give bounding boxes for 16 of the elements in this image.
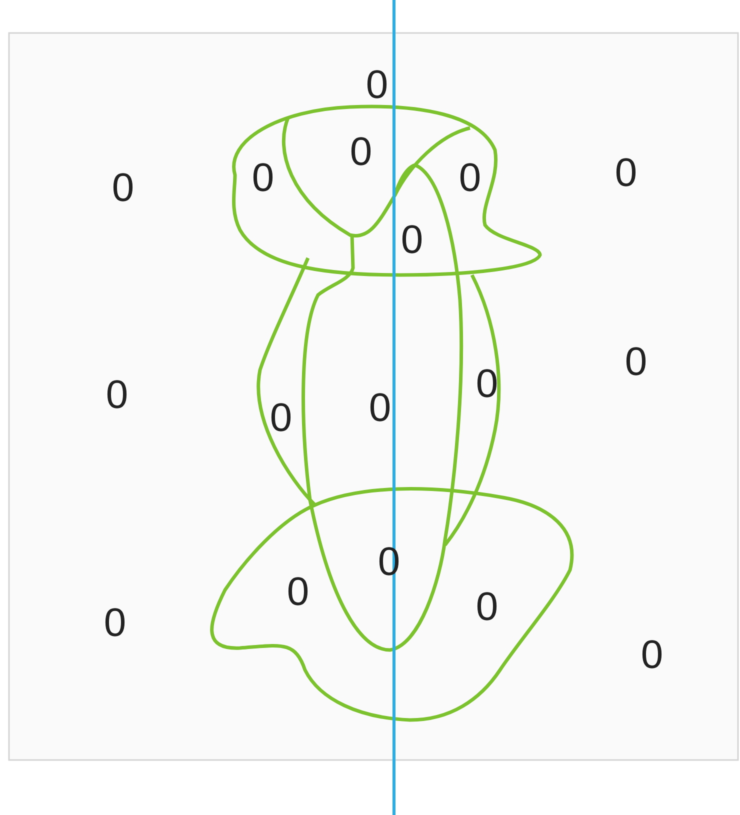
region-number: 0: [614, 153, 638, 193]
region-number: 0: [252, 158, 274, 198]
region-number: 0: [624, 342, 648, 382]
region-number: 0: [458, 158, 482, 198]
region-number: 0: [286, 572, 310, 612]
region-number: 0: [106, 375, 128, 415]
region-number: 0: [476, 587, 498, 627]
region-number: 0: [400, 220, 424, 260]
region-number: 0: [640, 635, 664, 675]
region-number: 0: [270, 398, 292, 438]
region-number: 0: [350, 132, 372, 172]
region-number: 0: [476, 364, 498, 404]
region-number: 0: [104, 603, 126, 643]
region-number: 0: [112, 168, 134, 208]
region-number: 0: [368, 388, 392, 428]
region-number: 0: [366, 65, 388, 105]
